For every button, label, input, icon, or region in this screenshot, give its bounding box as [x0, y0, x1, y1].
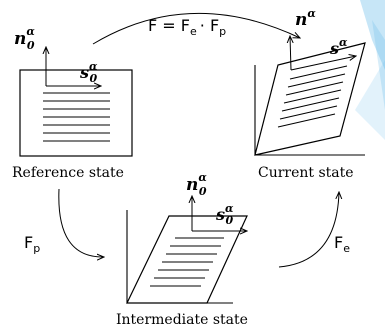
reference-crystal	[19, 69, 133, 157]
elastic-deformation-arrow	[278, 192, 339, 268]
intermediate-crystal	[126, 215, 248, 304]
plastic-deformation-label: Fp	[24, 233, 40, 255]
plastic-deformation-arrow	[58, 188, 104, 257]
current-slip-planes	[277, 65, 348, 128]
reference-state-label: Reference state	[12, 165, 124, 181]
current-slip-label: sα	[329, 36, 348, 58]
edge-accent	[355, 0, 385, 140]
total-deformation-arrow	[92, 13, 300, 45]
current-crystal	[254, 42, 366, 156]
intermediate-state-label: Intermediate state	[116, 312, 248, 328]
reference-slip-planes	[43, 92, 110, 142]
current-normal-label: nα	[295, 7, 316, 30]
intermediate-slip-planes	[150, 237, 224, 287]
current-slip-arrow	[290, 56, 356, 71]
mapping-arrows	[58, 13, 339, 268]
current-state: nα sα Current state	[254, 7, 366, 181]
current-normal-arrow	[290, 36, 291, 71]
current-state-label: Current state	[258, 165, 354, 181]
elastic-deformation-label: Fe	[334, 233, 350, 255]
total-deformation-label: F = Fe· Fp	[148, 16, 226, 38]
